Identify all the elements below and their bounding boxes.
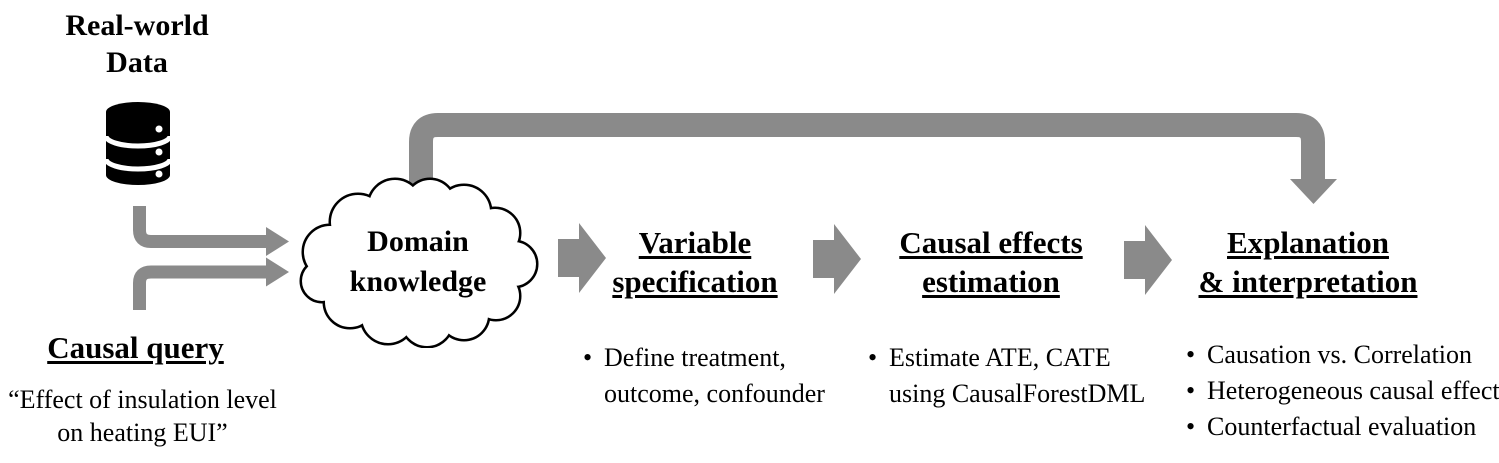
bullet-icon: • <box>1186 376 1196 405</box>
step2-title-line1: Causal effects <box>899 225 1083 260</box>
bullet-line: Estimate ATE, CATE <box>889 343 1111 372</box>
bullet-line: Causation vs. Correlation <box>1207 340 1473 369</box>
step-variable-specification-bullets: • Define treatment, outcome, confounder <box>583 340 851 412</box>
step-causal-effects-estimation-bullets: • Estimate ATE, CATE using CausalForestD… <box>868 340 1160 412</box>
bullet-item: • Estimate ATE, CATE using CausalForestD… <box>868 340 1160 412</box>
bullet-item: • Causation vs. Correlation <box>1186 337 1499 373</box>
real-world-data-label: Real-world Data <box>32 7 242 81</box>
step-causal-effects-estimation-title: Causal effects estimation <box>841 223 1141 301</box>
step3-title-line1: Explanation <box>1227 225 1389 260</box>
bullet-icon: • <box>1186 412 1196 441</box>
bullet-line: using CausalForestDML <box>889 379 1146 408</box>
query-to-cloud-arrow-shaft <box>133 265 266 310</box>
domain-knowledge-line1: Domain <box>367 225 469 258</box>
data-to-cloud-arrow-shaft <box>133 206 266 248</box>
step1-title-line1: Variable <box>638 225 752 260</box>
block-arrow-cloud-to-step1-icon <box>558 223 606 293</box>
domain-knowledge-line2: knowledge <box>349 265 487 298</box>
causal-query-title: Causal query <box>47 330 224 365</box>
step2-title-line2: estimation <box>922 264 1060 299</box>
bullet-icon: • <box>1186 340 1196 369</box>
bullet-line: Define treatment, <box>604 343 786 372</box>
causal-query-quote: “Effect of insulation level on heating E… <box>5 383 280 449</box>
step-explanation-interpretation-bullets: • Causation vs. Correlation • Heterogene… <box>1186 337 1499 445</box>
bullet-icon: • <box>583 343 593 372</box>
bullet-item: • Define treatment, outcome, confounder <box>583 340 851 412</box>
feedback-arrow-shaft <box>409 113 1325 196</box>
bullet-line: Heterogeneous causal effect <box>1207 376 1499 405</box>
block-arrow-step2-to-step3-icon <box>1124 225 1172 295</box>
bullet-line: outcome, confounder <box>604 379 825 408</box>
query-to-cloud-arrowhead-icon <box>266 257 289 287</box>
step-explanation-interpretation-title: Explanation & interpretation <box>1148 223 1468 301</box>
block-arrow-step1-to-step2-icon <box>813 224 861 294</box>
real-world-data-line1: Real-world <box>65 9 209 42</box>
data-to-cloud-arrowhead-icon <box>266 227 289 256</box>
bullet-line: Counterfactual evaluation <box>1207 412 1477 441</box>
step1-title-line2: specification <box>612 264 778 299</box>
feedback-arrowhead-down-icon <box>1290 179 1337 204</box>
bullet-item: • Counterfactual evaluation <box>1186 409 1499 445</box>
step-variable-specification-title: Variable specification <box>545 223 845 301</box>
bullet-icon: • <box>868 343 878 372</box>
domain-knowledge-cloud-icon <box>299 177 539 348</box>
step3-title-line2: & interpretation <box>1198 264 1418 299</box>
domain-knowledge-label: Domain knowledge <box>296 176 540 348</box>
real-world-data-line2: Data <box>106 46 168 79</box>
causal-query-quote-line1: “Effect of insulation level <box>8 385 277 414</box>
database-icon <box>104 102 172 185</box>
causal-query-quote-line2: on heating EUI” <box>57 418 228 447</box>
bullet-item: • Heterogeneous causal effect <box>1186 373 1499 409</box>
